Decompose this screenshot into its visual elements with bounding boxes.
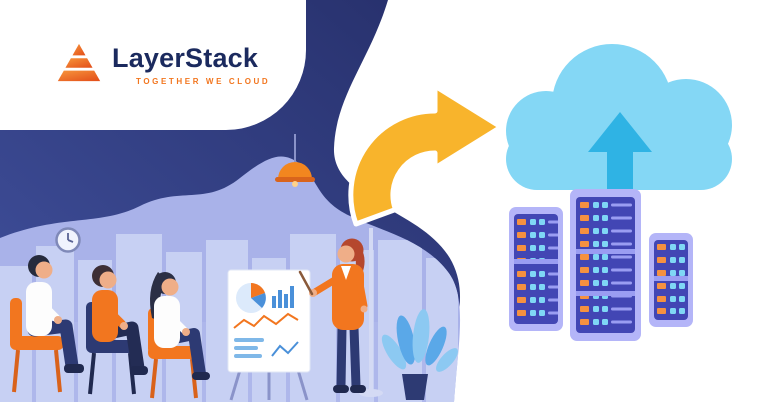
plant-icon [381,309,458,400]
logo-panel: LayerStack TOGETHER WE CLOUD [0,0,306,130]
cloud-icon [506,44,732,190]
upload-arrow-icon [588,112,652,190]
server-rack-middle [570,189,641,341]
brand-tagline: TOGETHER WE CLOUD [136,76,271,86]
line-chart-icon [233,312,299,329]
server-rack-right [649,233,693,327]
wall-clock-icon [55,227,81,253]
presenter [298,238,368,393]
layerstack-logo-icon [57,43,101,82]
audience-member-1 [10,255,84,393]
logo-text: LayerStack TOGETHER WE CLOUD [112,42,271,86]
pie-chart-icon [236,283,266,313]
brand-name: LayerStack [112,42,259,73]
audience-member-2 [86,265,148,395]
curved-arrow-icon [348,83,504,227]
line-chart-2-icon [271,341,299,357]
audience-member-3 [148,272,210,399]
list-rows-icon [234,338,264,358]
pendant-lamp-icon [275,134,315,187]
server-rack-left [509,207,563,331]
bar-chart-icon [272,286,294,308]
flipchart [227,269,311,401]
